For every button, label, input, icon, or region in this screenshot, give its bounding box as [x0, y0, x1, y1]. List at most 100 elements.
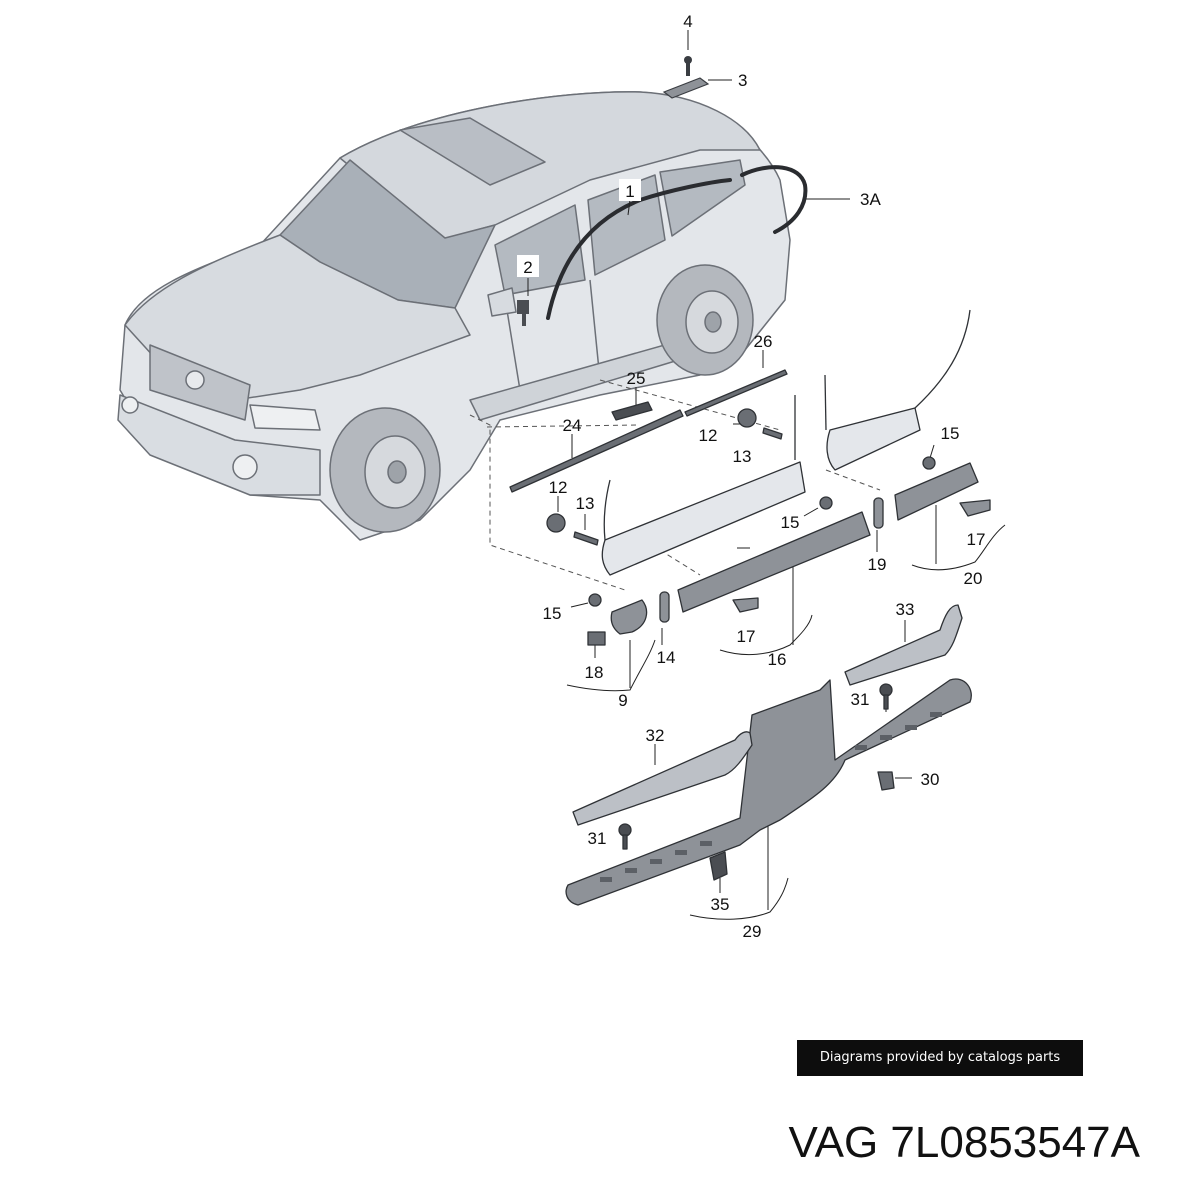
callout-12-b: 12 [699, 426, 718, 445]
door-moulding-16 [677, 511, 871, 613]
rear-quarter-edge [914, 309, 971, 409]
clip-15-c [922, 456, 936, 470]
grommet-12-b [737, 408, 757, 428]
fastener-31-a [879, 683, 893, 710]
hood [124, 234, 471, 401]
callout-29: 29 [743, 922, 762, 941]
vent [600, 877, 612, 882]
callout-33: 33 [896, 600, 915, 619]
vent [700, 841, 712, 846]
callout-2-box [517, 255, 539, 277]
sill-strip-26 [684, 369, 788, 417]
spacer-19 [873, 497, 884, 529]
callout-31-a: 31 [851, 690, 870, 709]
front-door-lower-panel [601, 461, 806, 576]
sill-trim-32 [572, 731, 753, 826]
screw-13-a [573, 531, 599, 546]
callout-15-b: 15 [781, 513, 800, 532]
trim-parts [509, 309, 991, 646]
clip-15-a [588, 593, 602, 607]
callout-13-b: 13 [733, 447, 752, 466]
callout-16: 16 [768, 650, 787, 669]
sill-trim-33 [844, 604, 963, 686]
bracket-stem [522, 314, 526, 326]
clip-18 [587, 631, 606, 646]
callout-labels: 4 3 3A 1 2 26 25 24 12 13 12 13 15 15 15… [517, 12, 985, 941]
rear-door-edge [824, 374, 827, 431]
callout-25: 25 [627, 369, 646, 388]
callout-17-b: 17 [967, 530, 986, 549]
callout-35: 35 [711, 895, 730, 914]
front-hub [387, 460, 407, 484]
callout-3: 3 [738, 71, 747, 90]
fog-light [232, 454, 258, 480]
spacer-14 [659, 591, 670, 623]
clip-25 [611, 401, 653, 421]
callout-4: 4 [683, 12, 692, 31]
vent [855, 745, 867, 750]
window-seals [546, 165, 808, 320]
roof-clip-3 [662, 77, 710, 99]
end-cap-9 [610, 599, 648, 635]
callout-30: 30 [921, 770, 940, 789]
clip-17-a [732, 597, 759, 613]
side-mirror [487, 287, 517, 317]
callout-15-a: 15 [543, 604, 562, 623]
door-strip-24 [509, 409, 684, 493]
callout-20: 20 [964, 569, 983, 588]
sunroof [399, 117, 546, 186]
clip-plate [662, 77, 710, 99]
callout-32: 32 [646, 726, 665, 745]
screw-shaft [686, 62, 690, 76]
sill-vents [600, 712, 942, 882]
diagram-credit-banner: Diagrams provided by catalogs parts [797, 1040, 1083, 1076]
callout-1: 1 [625, 182, 634, 201]
headlight [249, 404, 321, 431]
vent [650, 859, 662, 864]
callout-19: 19 [868, 555, 887, 574]
callout-3a: 3A [860, 190, 881, 209]
vw-logo [185, 370, 205, 390]
clip-15-b [819, 496, 833, 510]
callout-9: 9 [618, 691, 627, 710]
rear-window-seal-3a [740, 165, 808, 234]
callout-26: 26 [754, 332, 773, 351]
callout-18: 18 [585, 663, 604, 682]
sill-parts [565, 604, 972, 906]
callout-24: 24 [563, 416, 582, 435]
fog-light-left [121, 396, 139, 414]
car-illustration [117, 91, 791, 541]
rear-moulding-20 [894, 462, 979, 521]
screw-4 [684, 56, 692, 76]
rear-door-lower-panel [826, 407, 921, 471]
mirror-bracket-2 [517, 300, 529, 326]
sill-panel-29 [565, 678, 972, 906]
callout-1-box [619, 179, 641, 201]
grommet-12-a [546, 513, 566, 533]
vent [930, 712, 942, 717]
front-bumper [117, 394, 321, 496]
callout-14: 14 [657, 648, 676, 667]
vent [905, 725, 917, 730]
callout-31-b: 31 [588, 829, 607, 848]
front-door-edge [603, 479, 611, 541]
fastener-31-b [618, 823, 632, 850]
door-window-seal-1 [546, 178, 732, 320]
rear-hub [704, 311, 722, 333]
leader-lines [527, 30, 1006, 920]
callout-17-a: 17 [737, 627, 756, 646]
nut-30 [877, 771, 895, 791]
bracket-body [517, 300, 529, 314]
clip-17-b [959, 499, 991, 517]
vent [675, 850, 687, 855]
vent [880, 735, 892, 740]
callout-12-a: 12 [549, 478, 568, 497]
vent [625, 868, 637, 873]
part-number-title: VAG 7L0853547A [788, 1118, 1140, 1167]
callout-15-c: 15 [941, 424, 960, 443]
bracket-35 [709, 851, 728, 881]
callout-2: 2 [523, 258, 532, 277]
screw-13-b [762, 427, 783, 440]
callout-13-a: 13 [576, 494, 595, 513]
